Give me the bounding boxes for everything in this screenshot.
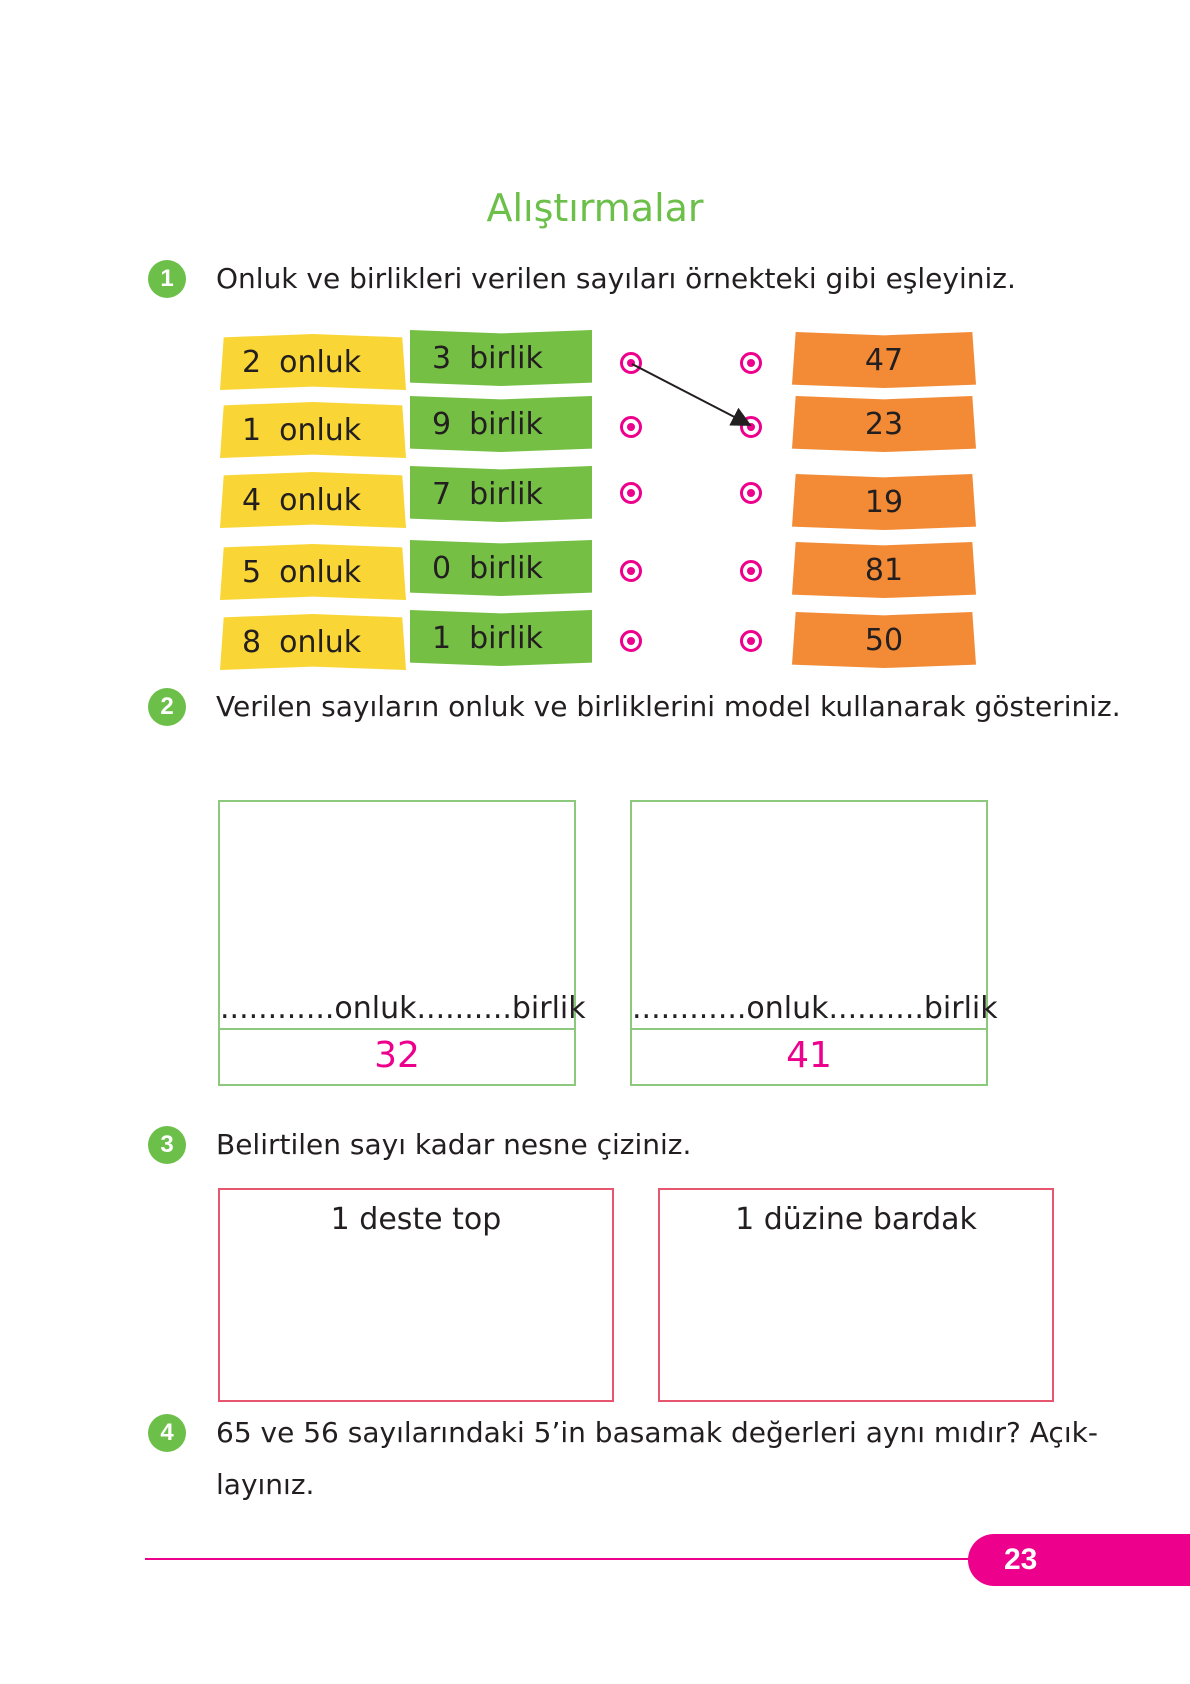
right-match-dot[interactable] [740,352,762,374]
birlik-label: birlik [469,476,543,512]
number-tag: 23 [792,396,976,452]
model-box-32[interactable]: ............onluk..........birlik 32 [218,800,586,1086]
question-3-number: 3 [148,1126,186,1164]
birlik-tag: 7 birlik [410,466,592,522]
right-match-dot[interactable] [740,560,762,582]
drawing-caption: 1 düzine bardak [735,1202,977,1237]
onluk-label: onluk [279,344,362,380]
onluk-count: 8 [242,624,262,660]
page-title: Alıştırmalar [486,186,704,230]
left-match-dot[interactable] [620,416,642,438]
drawing-box-duzine[interactable]: 1 düzine bardak [658,1188,1054,1402]
number-tag: 47 [792,332,976,388]
model-box-41[interactable]: ............onluk..........birlik 41 [630,800,998,1086]
question-1-number: 1 [148,260,186,298]
onluk-label: onluk [279,412,362,448]
question-4-text-line1: 65 ve 56 sayılarındaki 5’in basamak değe… [216,1416,1098,1449]
onluk-birlik-blank: ............onluk..........birlik [220,991,586,1026]
birlik-label: birlik [469,620,543,656]
question-3-text: Belirtilen sayı kadar nesne çiziniz. [216,1128,692,1161]
drawing-caption: 1 deste top [330,1202,502,1237]
divider [632,1028,986,1030]
onluk-tag: 2 onluk [220,334,406,390]
question-4-number: 4 [148,1414,186,1452]
onluk-count: 5 [242,554,262,590]
birlik-tag: 3 birlik [410,330,592,386]
onluk-label: onluk [279,482,362,518]
birlik-tag: 0 birlik [410,540,592,596]
question-2-text: Verilen sayıların onluk ve birliklerini … [216,690,1121,723]
left-match-dot[interactable] [620,352,642,374]
left-match-dot[interactable] [620,630,642,652]
question-1-text: Onluk ve birlikleri verilen sayıları örn… [216,262,1016,295]
birlik-count: 0 [432,550,452,586]
onluk-birlik-blank: ............onluk..........birlik [632,991,998,1026]
onluk-tag: 1 onluk [220,402,406,458]
question-4-text-line2: layınız. [216,1468,315,1501]
onluk-count: 1 [242,412,262,448]
footer-rule [145,1558,985,1560]
number-tag: 81 [792,542,976,598]
left-match-dot[interactable] [620,482,642,504]
page-number: 23 [968,1534,1190,1586]
birlik-count: 1 [432,620,452,656]
onluk-count: 4 [242,482,262,518]
onluk-tag: 4 onluk [220,472,406,528]
question-2-number: 2 [148,688,186,726]
target-number: 41 [786,1035,832,1076]
birlik-count: 7 [432,476,452,512]
birlik-label: birlik [469,550,543,586]
right-match-dot[interactable] [740,630,762,652]
birlik-tag: 9 birlik [410,396,592,452]
target-number: 32 [374,1035,420,1076]
divider [220,1028,574,1030]
left-match-dot[interactable] [620,560,642,582]
onluk-count: 2 [242,344,262,380]
drawing-box-deste[interactable]: 1 deste top [218,1188,614,1402]
number-tag: 50 [792,612,976,668]
birlik-label: birlik [469,340,543,376]
birlik-tag: 1 birlik [410,610,592,666]
birlik-label: birlik [469,406,543,442]
onluk-tag: 5 onluk [220,544,406,600]
right-match-dot[interactable] [740,482,762,504]
onluk-label: onluk [279,554,362,590]
birlik-count: 9 [432,406,452,442]
onluk-label: onluk [279,624,362,660]
onluk-tag: 8 onluk [220,614,406,670]
birlik-count: 3 [432,340,452,376]
number-tag: 19 [792,474,976,530]
